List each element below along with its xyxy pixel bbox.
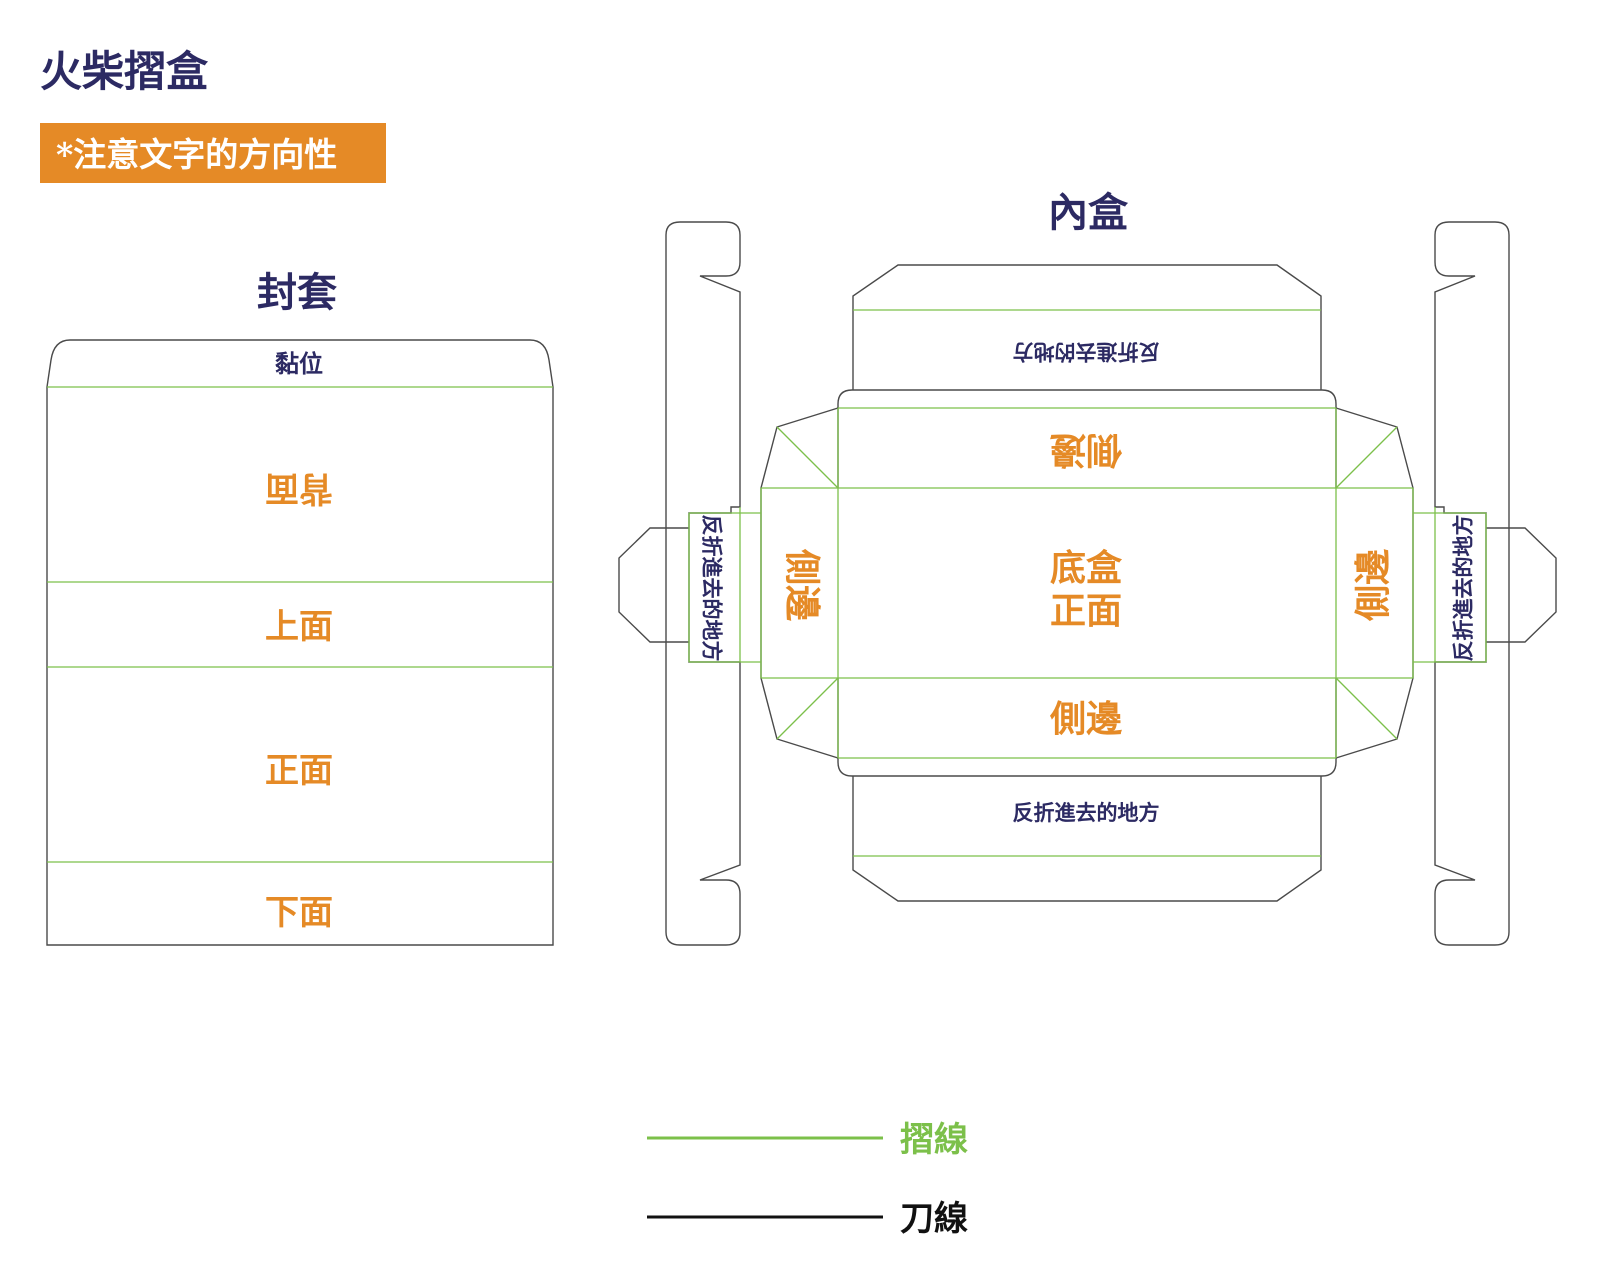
page-title: 火柴摺盒 xyxy=(40,47,209,96)
sleeve-cut-outline xyxy=(46,339,554,946)
inner-box-side-label-left: 側邊 xyxy=(781,548,823,621)
inner-box-side-label-top: 側邊 xyxy=(1050,429,1123,471)
inner-box-base-label-line1: 底盒 xyxy=(1050,547,1123,589)
sleeve-glue-label: 黏位 xyxy=(275,349,323,378)
sleeve-front-label: 正面 xyxy=(265,751,333,791)
inner-box-side-label-bottom: 側邊 xyxy=(1049,698,1122,740)
inner-box-top-flap xyxy=(852,264,1322,390)
sleeve-top-label: 上面 xyxy=(265,607,333,647)
inner-box-fold-line xyxy=(1335,426,1398,489)
legend-fold-label: 摺線 xyxy=(900,1120,968,1160)
inner-box-right-tab xyxy=(1486,527,1557,643)
notice-background xyxy=(40,123,386,183)
inner-box-left-tab xyxy=(618,527,689,643)
inner-box-bottom-flap xyxy=(852,776,1322,902)
sleeve-back-label: 背面 xyxy=(265,468,333,508)
sleeve-title: 封套 xyxy=(257,269,337,316)
inner-box-bottom-side-wall xyxy=(837,678,1337,777)
inner-box-fold-line xyxy=(776,677,839,740)
inner-box-section: 內盒 xyxy=(618,189,1557,946)
inner-box-fold-line xyxy=(776,426,839,489)
legend-cut-label: 刀線 xyxy=(900,1199,968,1239)
inner-box-fold-in-label-right: 反折進去的地方 xyxy=(1451,515,1476,662)
notice-badge: *注意文字的方向性 xyxy=(40,123,386,183)
inner-box-base-label-line2: 正面 xyxy=(1050,590,1122,632)
inner-box-fold-in-label-bottom: 反折進去的地方 xyxy=(1013,800,1160,825)
inner-box-fold-line xyxy=(1335,677,1398,740)
sleeve-bottom-label: 下面 xyxy=(265,893,333,933)
inner-box-side-label-right: 側邊 xyxy=(1352,549,1394,622)
inner-box-fold-in-label-left: 反折進去的地方 xyxy=(700,515,725,662)
inner-box-top-side-wall xyxy=(837,389,1337,488)
inner-box-title: 內盒 xyxy=(1048,189,1129,236)
inner-box-fold-in-label-top: 反折進去的地方 xyxy=(1013,340,1160,365)
notice-text: *注意文字的方向性 xyxy=(56,135,337,174)
legend: 摺線 刀線 xyxy=(647,1120,968,1239)
sleeve-section: 封套 黏位 背面 上面 正面 下面 xyxy=(46,269,554,946)
